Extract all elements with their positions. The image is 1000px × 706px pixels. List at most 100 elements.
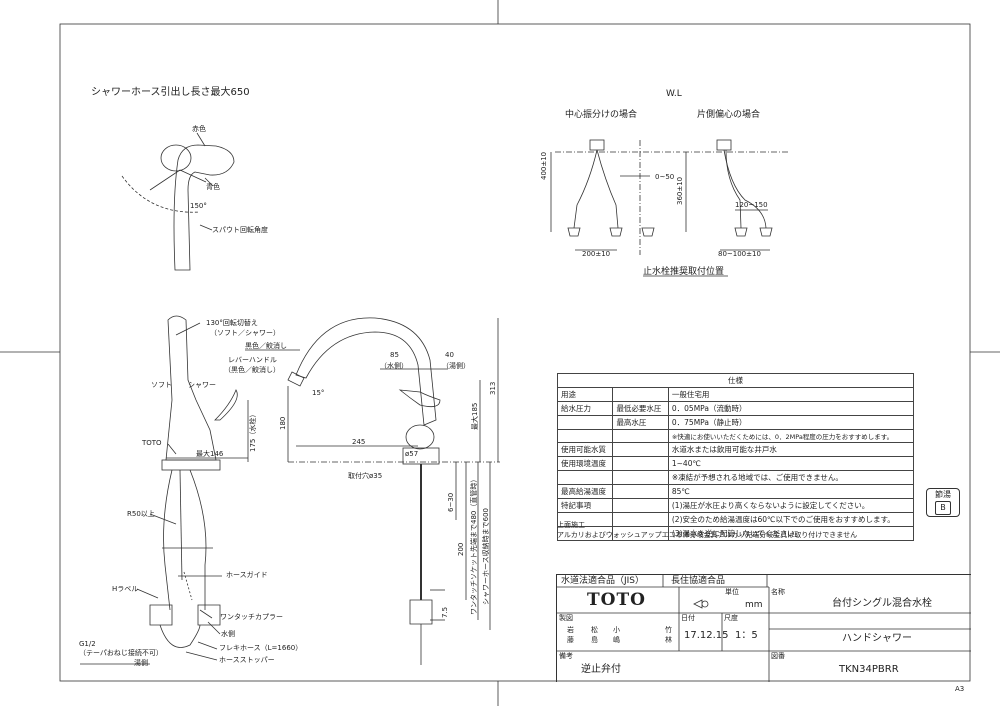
lever-sub-label: （黒色／鮫消し）: [224, 366, 280, 374]
name-label: 名称: [771, 588, 785, 596]
dim-7-5: 7.5: [441, 606, 449, 618]
projection-icon: [693, 594, 709, 609]
scale-label: 尺度: [724, 614, 738, 622]
spec-row: ※凍結が予想される地域では、ご使用できません。: [556, 470, 915, 485]
stop-valve-caption: 止水栓推奨取付位置: [643, 267, 725, 277]
dim-245: 245: [352, 438, 366, 446]
flex-hose-label: フレキホース（L=1660）: [219, 644, 303, 652]
center-height-dim: 400±10: [540, 151, 548, 180]
taper-note: （テーパおねじ接続不可）: [79, 649, 163, 657]
spec-row: ※快適にお使いいただくためには、0．2MPa程度の圧力をおすすめします。: [556, 429, 915, 443]
offset-width1-dim: 120~150: [735, 201, 768, 209]
rotation-label: 130°回転切替え: [206, 319, 258, 327]
valve-diagram-offset: [683, 139, 790, 251]
center-width-dim: 200±10: [582, 250, 611, 258]
remark-label: 備考: [559, 652, 573, 660]
black-color-label: 黒色／鮫消し: [245, 342, 287, 350]
dim-6-30: 6~30: [447, 492, 455, 512]
jis-label: 水道法適合品（JIS）: [561, 576, 645, 586]
hose-guide-label: ホースガイド: [226, 571, 268, 579]
cold-region-label: 長住協適合品: [671, 576, 726, 586]
water-side-mark: 水側: [221, 630, 235, 638]
sheet-frame: [59, 23, 971, 682]
toto-body-label: TOTO: [142, 439, 162, 447]
h-label: Hラベル: [112, 585, 139, 593]
sub-name-value: ハンドシャワー: [842, 633, 912, 644]
blue-label: 青色: [206, 183, 220, 191]
r50-label: R50以上: [127, 510, 155, 518]
spec-row: (2)安全のため給湯温度は60℃以下でのご使用をおすすめします。: [556, 512, 915, 527]
name-value: 台付シングル混合水栓: [832, 598, 932, 609]
toto-logo: TOTO: [587, 590, 646, 610]
staff-4: 竹: [665, 626, 672, 634]
mount-hole-label: 取付穴ø35: [348, 472, 383, 480]
staff2-2: 島: [591, 636, 598, 644]
case-offset-label: 片側偏心の場合: [697, 110, 761, 120]
leader-lines: [80, 322, 300, 665]
offset-width2-dim: 80~100±10: [718, 250, 761, 258]
dim-57: ø57: [405, 450, 419, 458]
soft-label: ソフト: [151, 381, 172, 389]
spout-angle-label: 150°: [190, 202, 207, 210]
front-view: [149, 315, 249, 648]
dim-max146: 最大146: [196, 450, 224, 458]
drawing-number-label: 図番: [771, 652, 785, 660]
staff-1: 岩: [567, 626, 574, 634]
red-label: 赤色: [192, 125, 206, 133]
scale-value: 1：5: [735, 630, 758, 641]
title-block-grid: [557, 575, 971, 682]
side-view: [287, 317, 500, 665]
dim-85: 85: [390, 351, 399, 359]
date-label: 日付: [681, 614, 695, 622]
angle-15: 15°: [312, 389, 325, 397]
water-side-label: （水側）: [380, 362, 408, 370]
unit-value: mm: [745, 600, 763, 610]
one-touch-coupler-label: ワンタッチカプラー: [220, 613, 283, 621]
shower-label: シャワー: [188, 381, 216, 389]
drawing-number-value: TKN34PBRR: [839, 664, 899, 675]
made-label: 製図: [559, 614, 573, 622]
spec-row: 特記事項(1)湯圧が水圧より高くならないように設定してください。: [556, 498, 915, 513]
dim-180: 180: [279, 416, 287, 430]
spec-row: 使用可能水質水道水または飲用可能な井戸水: [556, 442, 915, 457]
hot-side-label: （湯側）: [442, 362, 470, 370]
offset-height-dim: 360±10: [676, 176, 684, 205]
title-block: 水道法適合品（JIS） 長住協適合品 TOTO 単位 mm 名称 台付シングル混…: [556, 574, 971, 682]
lever-label: レバーハンドル: [228, 356, 277, 364]
sheet-size: A3: [955, 685, 965, 693]
spec-title: 仕様: [557, 373, 914, 388]
top-view: [121, 132, 235, 271]
offset-range-dim: 0~50: [655, 173, 675, 181]
hot-side-mark: 湯側: [134, 659, 148, 667]
spec-row: 用途一般住宅用: [556, 387, 915, 402]
dim-175: 175（水栓）: [249, 410, 257, 452]
remark-value: 逆止弁付: [581, 664, 621, 675]
case-center-label: 中心振分けの場合: [565, 110, 638, 120]
g12-label: G1/2: [79, 640, 96, 648]
alkali-note: アルカリおよびウォッシュアップエコ本体分岐金具アルカリ先端分岐金具は取り付けでき…: [557, 531, 858, 539]
valve-diagram-center: [550, 139, 680, 255]
note-480: ワンタッチソケット先端まで480（直管時）: [470, 475, 478, 615]
dim-313: 313: [489, 381, 497, 395]
date-value: 17.12.15: [684, 630, 729, 641]
dim-40: 40: [445, 351, 454, 359]
staff-3: 小: [613, 626, 620, 634]
construction-note: 上面施工: [557, 521, 585, 529]
staff2-3: 嶋: [613, 636, 620, 644]
hose-length-note: シャワーホース引出し長さ最大650: [91, 87, 250, 98]
unit-label: 単位: [725, 588, 739, 596]
note-600: シャワーホース収納時まで600: [482, 507, 490, 605]
spout-rotation-label: スパウト回転角度: [212, 226, 268, 234]
water-saving-badge: 節湯 B: [926, 488, 960, 517]
wl-label: W.L: [666, 89, 682, 99]
spec-row: (3)湯水を逆に配管しないでください。: [556, 526, 915, 541]
hose-stopper-label: ホースストッパー: [219, 656, 275, 664]
dim-max185: 最大185: [471, 402, 479, 430]
staff-2: 松: [591, 626, 598, 634]
